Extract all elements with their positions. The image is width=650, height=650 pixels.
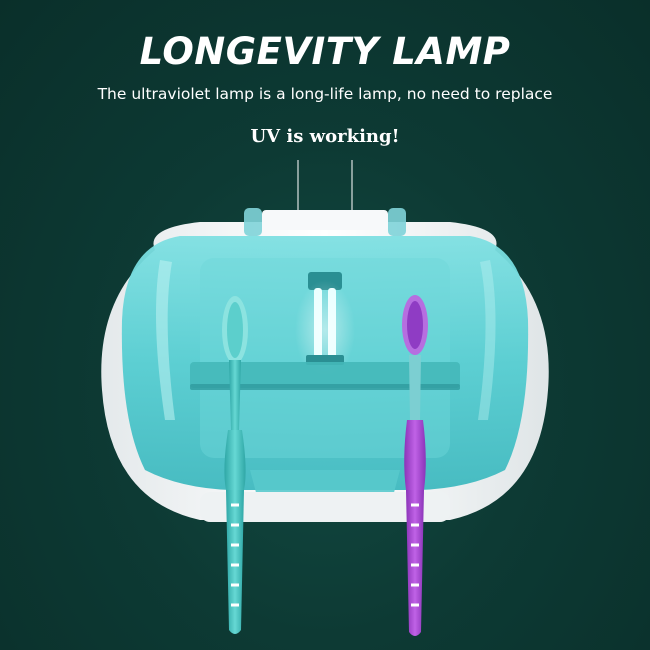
- right-clip: [388, 208, 406, 236]
- subheadline: The ultraviolet lamp is a long-life lamp…: [97, 85, 553, 103]
- left-clip: [244, 208, 262, 236]
- cover-highlight-right: [478, 260, 496, 420]
- teal-toothbrush: [222, 296, 248, 634]
- cover-highlight: [156, 260, 175, 420]
- brush-holder-shadow: [190, 384, 460, 390]
- purple-toothbrush: [402, 295, 428, 636]
- uv-status-label: UV is working!: [250, 126, 400, 147]
- uv-lamp: [295, 272, 355, 380]
- brush-holder-bar: [190, 362, 460, 388]
- bottom-base: [200, 492, 450, 522]
- top-hinge: [262, 210, 388, 230]
- headline: LONGEVITY LAMP: [139, 30, 511, 73]
